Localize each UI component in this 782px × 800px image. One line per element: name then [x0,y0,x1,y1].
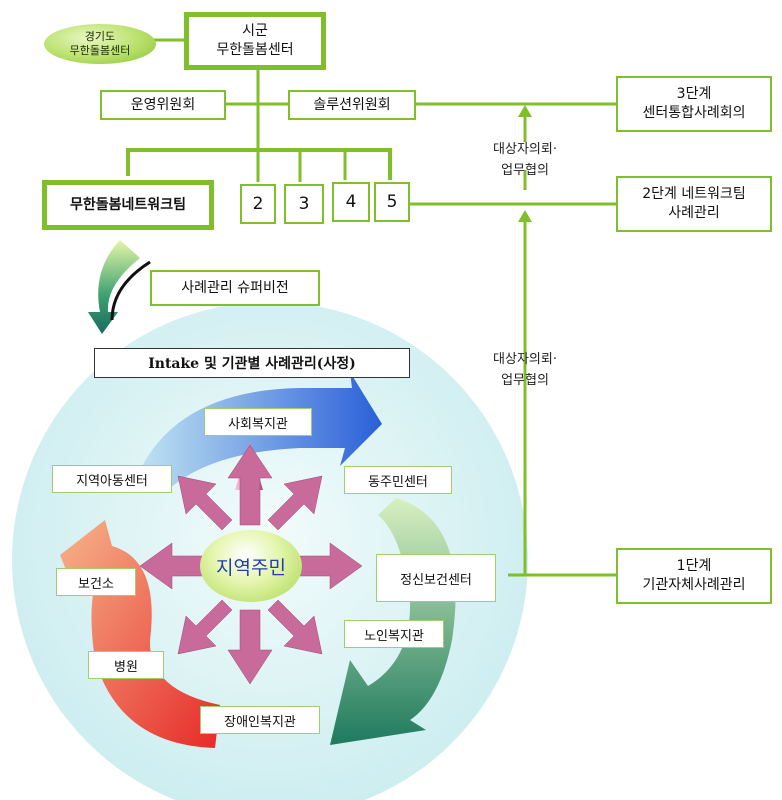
sigun-center-box: 시군 무한돌봄센터 [184,12,326,70]
arrow-up-lower [518,210,532,222]
agency-community-center: 동주민센터 [344,466,452,494]
stage3-box: 3단계 센터통합사례회의 [616,76,772,132]
center-residents: 지역주민 [200,530,302,602]
agency-mental-health: 정신보건센터 [376,554,496,602]
operating-committee-box: 운영위원회 [100,90,226,120]
team-number-4: 4 [332,182,370,222]
connector-lines [126,38,616,577]
team-number-2: 2 [240,184,276,224]
gyeonggi-center-badge: 경기도 무한돌봄센터 [44,24,156,64]
network-team-box: 무한돌봄네트워크팀 [42,180,214,230]
agency-child-center: 지역아동센터 [52,465,172,493]
agency-health-center: 보건소 [56,568,136,596]
team-number-3: 3 [284,184,324,224]
solution-committee-box: 솔루션위원회 [288,90,416,120]
stage2-box: 2단계 네트워크팀 사례관리 [616,176,772,232]
referral-label-lower: 대상자의뢰· 업무협의 [493,352,557,388]
intake-title: Intake 및 기관별 사례관리(사정) [94,348,410,378]
supervision-box: 사례관리 슈퍼비전 [150,270,320,306]
stage1-box: 1단계 기관자체사례관리 [616,548,772,604]
agency-senior-welfare: 노인복지관 [344,620,444,648]
agency-social-welfare: 사회복지관 [204,408,312,436]
referral-label-upper: 대상자의뢰· 업무협의 [493,142,557,178]
team-number-5: 5 [374,182,410,222]
arrow-up-upper [518,105,532,117]
supervision-arrow [88,240,140,334]
agency-disability-welfare: 장애인복지관 [200,706,320,734]
agency-hospital: 병원 [88,651,164,679]
